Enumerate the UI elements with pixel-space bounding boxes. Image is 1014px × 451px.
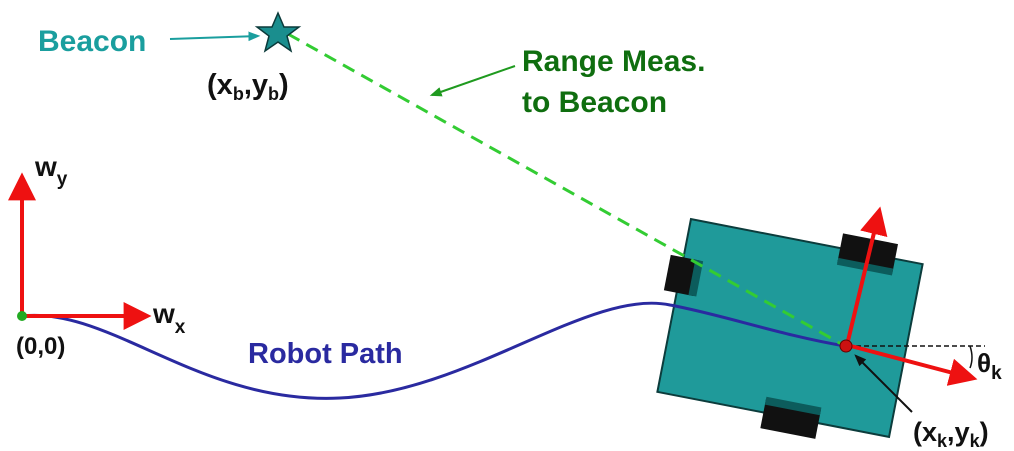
robot-y-axis bbox=[845, 206, 888, 346]
robot-position-pointer-arrow bbox=[854, 354, 913, 413]
range-label-line1: Range Meas. bbox=[522, 45, 705, 78]
world-x-label: wx bbox=[152, 298, 186, 338]
robot bbox=[656, 217, 924, 439]
beacon-position-label: (xb,yb) bbox=[207, 69, 289, 104]
theta-arc bbox=[969, 345, 973, 369]
beacon-pointer-arrow bbox=[169, 31, 261, 42]
wheel-rear-right-shadow bbox=[764, 396, 822, 416]
robot-path-curve bbox=[21, 301, 846, 400]
origin-label: (0,0) bbox=[16, 333, 65, 360]
wheel-rear-left-shadow bbox=[688, 259, 704, 297]
beacon-label: Beacon bbox=[38, 25, 146, 58]
origin-point bbox=[17, 311, 27, 321]
world-y-label: wy bbox=[34, 151, 68, 190]
robot-x-axis bbox=[846, 343, 978, 386]
range-pointer-arrow bbox=[429, 65, 516, 97]
range-measurement-line bbox=[287, 32, 846, 348]
robot-path-label: Robot Path bbox=[248, 338, 403, 370]
beacon-star-icon bbox=[254, 11, 302, 53]
robot-position-label: (xk,yk) bbox=[913, 417, 989, 451]
range-label-line2: to Beacon bbox=[522, 86, 667, 119]
theta-label: θk bbox=[977, 348, 1002, 384]
robot-center-point bbox=[839, 339, 853, 353]
